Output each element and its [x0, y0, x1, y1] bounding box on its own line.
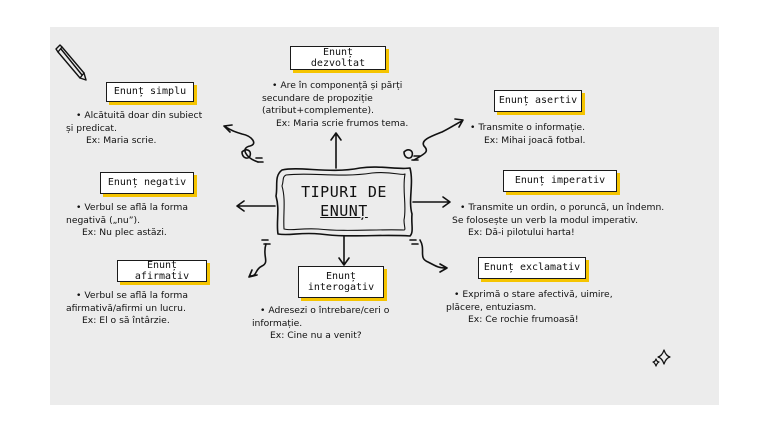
- title-simplu: Enunț simplu: [106, 82, 194, 102]
- desc-line: și predicat.: [66, 122, 117, 134]
- desc-line: Ex: El o să întârzie.: [82, 315, 170, 327]
- title-interogativ-line1: Enunț: [325, 270, 357, 282]
- desc-line: • Are în componență și părți: [272, 80, 403, 91]
- center-node: TIPURI DE ENUNȚ: [276, 169, 412, 235]
- desc-line: • Exprimă o stare afectivă, uimire,: [454, 289, 613, 300]
- desc-line: negativă („nu”).: [66, 214, 141, 226]
- center-title-line1: TIPURI DE: [301, 183, 387, 202]
- title-afirmativ: Enunț afirmativ: [117, 260, 207, 282]
- title-asertiv-text: Enunț asertiv: [498, 95, 578, 107]
- desc-line: informație.: [252, 317, 303, 329]
- arrow-simplu: [223, 124, 259, 163]
- desc-interogativ: • Adresezi o întrebare/ceri o informație…: [252, 305, 389, 343]
- desc-line: • Alcătuită doar din subiect: [76, 110, 203, 121]
- desc-line: Ex: Ce rochie frumoasă!: [468, 314, 579, 326]
- desc-line: (atribut+complemente).: [262, 105, 374, 117]
- arrow-afirmativ: [248, 243, 267, 278]
- desc-exclamativ: • Exprimă o stare afectivă, uimire, plăc…: [446, 289, 613, 327]
- sparkle-icon: [652, 349, 671, 367]
- desc-line: • Verbul se află la forma: [76, 202, 188, 213]
- title-dezvoltat-text: Enunț dezvoltat: [310, 46, 366, 70]
- title-negativ-text: Enunț negativ: [107, 177, 187, 189]
- center-title: TIPURI DE ENUNȚ: [276, 169, 412, 235]
- arrow-imperativ: [412, 196, 451, 208]
- desc-simplu: • Alcătuită doar din subiect și predicat…: [66, 110, 202, 148]
- title-interogativ: Enunț interogativ: [298, 266, 384, 298]
- desc-line: Ex: Maria scrie frumos tema.: [276, 117, 409, 129]
- title-interogativ-line2: interogativ: [307, 282, 375, 293]
- desc-line: • Transmite un ordin, o poruncă, un înde…: [460, 202, 665, 213]
- desc-line: secundare de propoziție: [262, 92, 373, 104]
- desc-line: plăcere, entuziasm.: [446, 301, 537, 313]
- desc-dezvoltat: • Are în componență și părți secundare d…: [262, 80, 408, 130]
- desc-negativ: • Verbul se află la forma negativă („nu”…: [66, 202, 188, 240]
- desc-line: Ex: Mihai joacă fotbal.: [484, 134, 586, 146]
- title-dezvoltat: Enunț dezvoltat: [290, 46, 386, 70]
- title-negativ: Enunț negativ: [100, 172, 194, 194]
- desc-imperativ: • Transmite un ordin, o poruncă, un înde…: [452, 202, 664, 240]
- arrow-dezvoltat: [330, 132, 342, 169]
- desc-line: Se folosește un verb la modul imperativ.: [452, 214, 639, 226]
- desc-asertiv: • Transmite o informație. Ex: Mihai joac…: [470, 122, 585, 147]
- desc-line: Ex: Maria scrie.: [86, 135, 157, 147]
- title-afirmativ-text: Enunț afirmativ: [134, 259, 190, 283]
- desc-line: afirmativă/afirmi un lucru.: [66, 302, 186, 314]
- title-simplu-text: Enunț simplu: [113, 86, 187, 98]
- desc-line: Ex: Dă-i pilotului harta!: [468, 227, 575, 239]
- title-imperativ: Enunț imperativ: [503, 170, 617, 192]
- arrow-asertiv: [413, 118, 464, 161]
- title-asertiv: Enunț asertiv: [494, 90, 582, 112]
- title-exclamativ: Enunț exclamativ: [478, 257, 586, 279]
- desc-line: • Transmite o informație.: [470, 122, 585, 133]
- desc-line: Ex: Nu plec astăzi.: [82, 227, 167, 239]
- desc-line: • Adresezi o întrebare/ceri o: [260, 305, 390, 316]
- title-exclamativ-text: Enunț exclamativ: [483, 262, 581, 274]
- title-imperativ-text: Enunț imperativ: [514, 175, 606, 187]
- pencil-icon: [55, 44, 87, 81]
- desc-line: • Verbul se află la forma: [76, 290, 188, 301]
- desc-line: Ex: Cine nu a venit?: [270, 330, 362, 342]
- arrow-negativ: [236, 200, 276, 212]
- desc-afirmativ: • Verbul se află la forma afirmativă/afi…: [66, 290, 188, 328]
- center-frame: [275, 166, 413, 237]
- arrow-interogativ: [338, 235, 350, 266]
- center-title-line2: ENUNȚ: [320, 202, 368, 220]
- arrow-exclamativ: [419, 239, 448, 273]
